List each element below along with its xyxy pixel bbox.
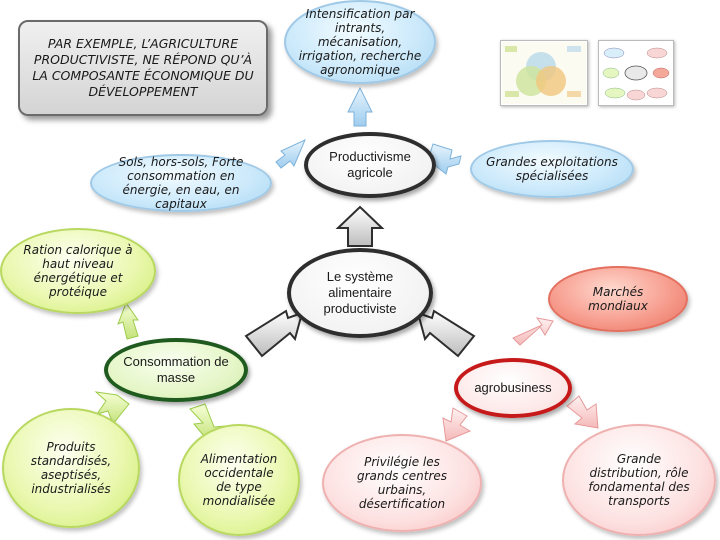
callout-text: PAR EXEMPLE, L’AGRICULTURE PRODUCTIVISTE… bbox=[32, 36, 254, 99]
arrow-to-privilegie bbox=[442, 407, 472, 442]
arrow-center-to-consommation bbox=[244, 309, 304, 358]
arrow-to-marches bbox=[512, 317, 554, 346]
node-produits: Produits standardisés, aseptisés, indust… bbox=[2, 408, 140, 528]
node-ration: Ration calorique à haut niveau énergétiq… bbox=[0, 228, 156, 314]
node-agrobusiness: agrobusiness bbox=[454, 358, 572, 418]
center-text: Le système alimentaire productiviste bbox=[323, 269, 397, 316]
arrow-to-ration bbox=[117, 301, 139, 340]
node-productivisme: Productivisme agricole bbox=[304, 132, 436, 198]
arrow-to-sols bbox=[275, 139, 306, 169]
center-node: Le système alimentaire productiviste bbox=[287, 248, 433, 338]
node-sols: Sols, hors-sols, Forte consommation en é… bbox=[90, 154, 272, 212]
node-alimentation: Alimentation occidentale de type mondial… bbox=[178, 424, 300, 536]
arrow-center-to-productivisme bbox=[335, 205, 385, 247]
concept-map-thumbnail bbox=[598, 40, 674, 106]
arrow-to-produits bbox=[94, 391, 130, 425]
node-intensification: Intensification par intrants, mécanisati… bbox=[284, 0, 436, 84]
node-privilegie: Privilégie les grands centres urbains, d… bbox=[322, 434, 482, 532]
arrow-to-intensification bbox=[347, 86, 373, 127]
callout-box: PAR EXEMPLE, L’AGRICULTURE PRODUCTIVISTE… bbox=[18, 20, 268, 116]
arrow-center-to-agrobusiness bbox=[416, 309, 476, 358]
node-grandes-exploitations: Grandes exploitations spécialisées bbox=[470, 140, 634, 198]
node-grande-distribution: Grande distribution, rôle fondamental de… bbox=[562, 424, 716, 536]
node-marches: Marchés mondiaux bbox=[548, 266, 688, 332]
arrow-to-grande-distribution bbox=[566, 395, 599, 429]
node-consommation: Consommation de masse bbox=[104, 338, 248, 402]
venn-diagram-thumbnail bbox=[500, 40, 588, 106]
